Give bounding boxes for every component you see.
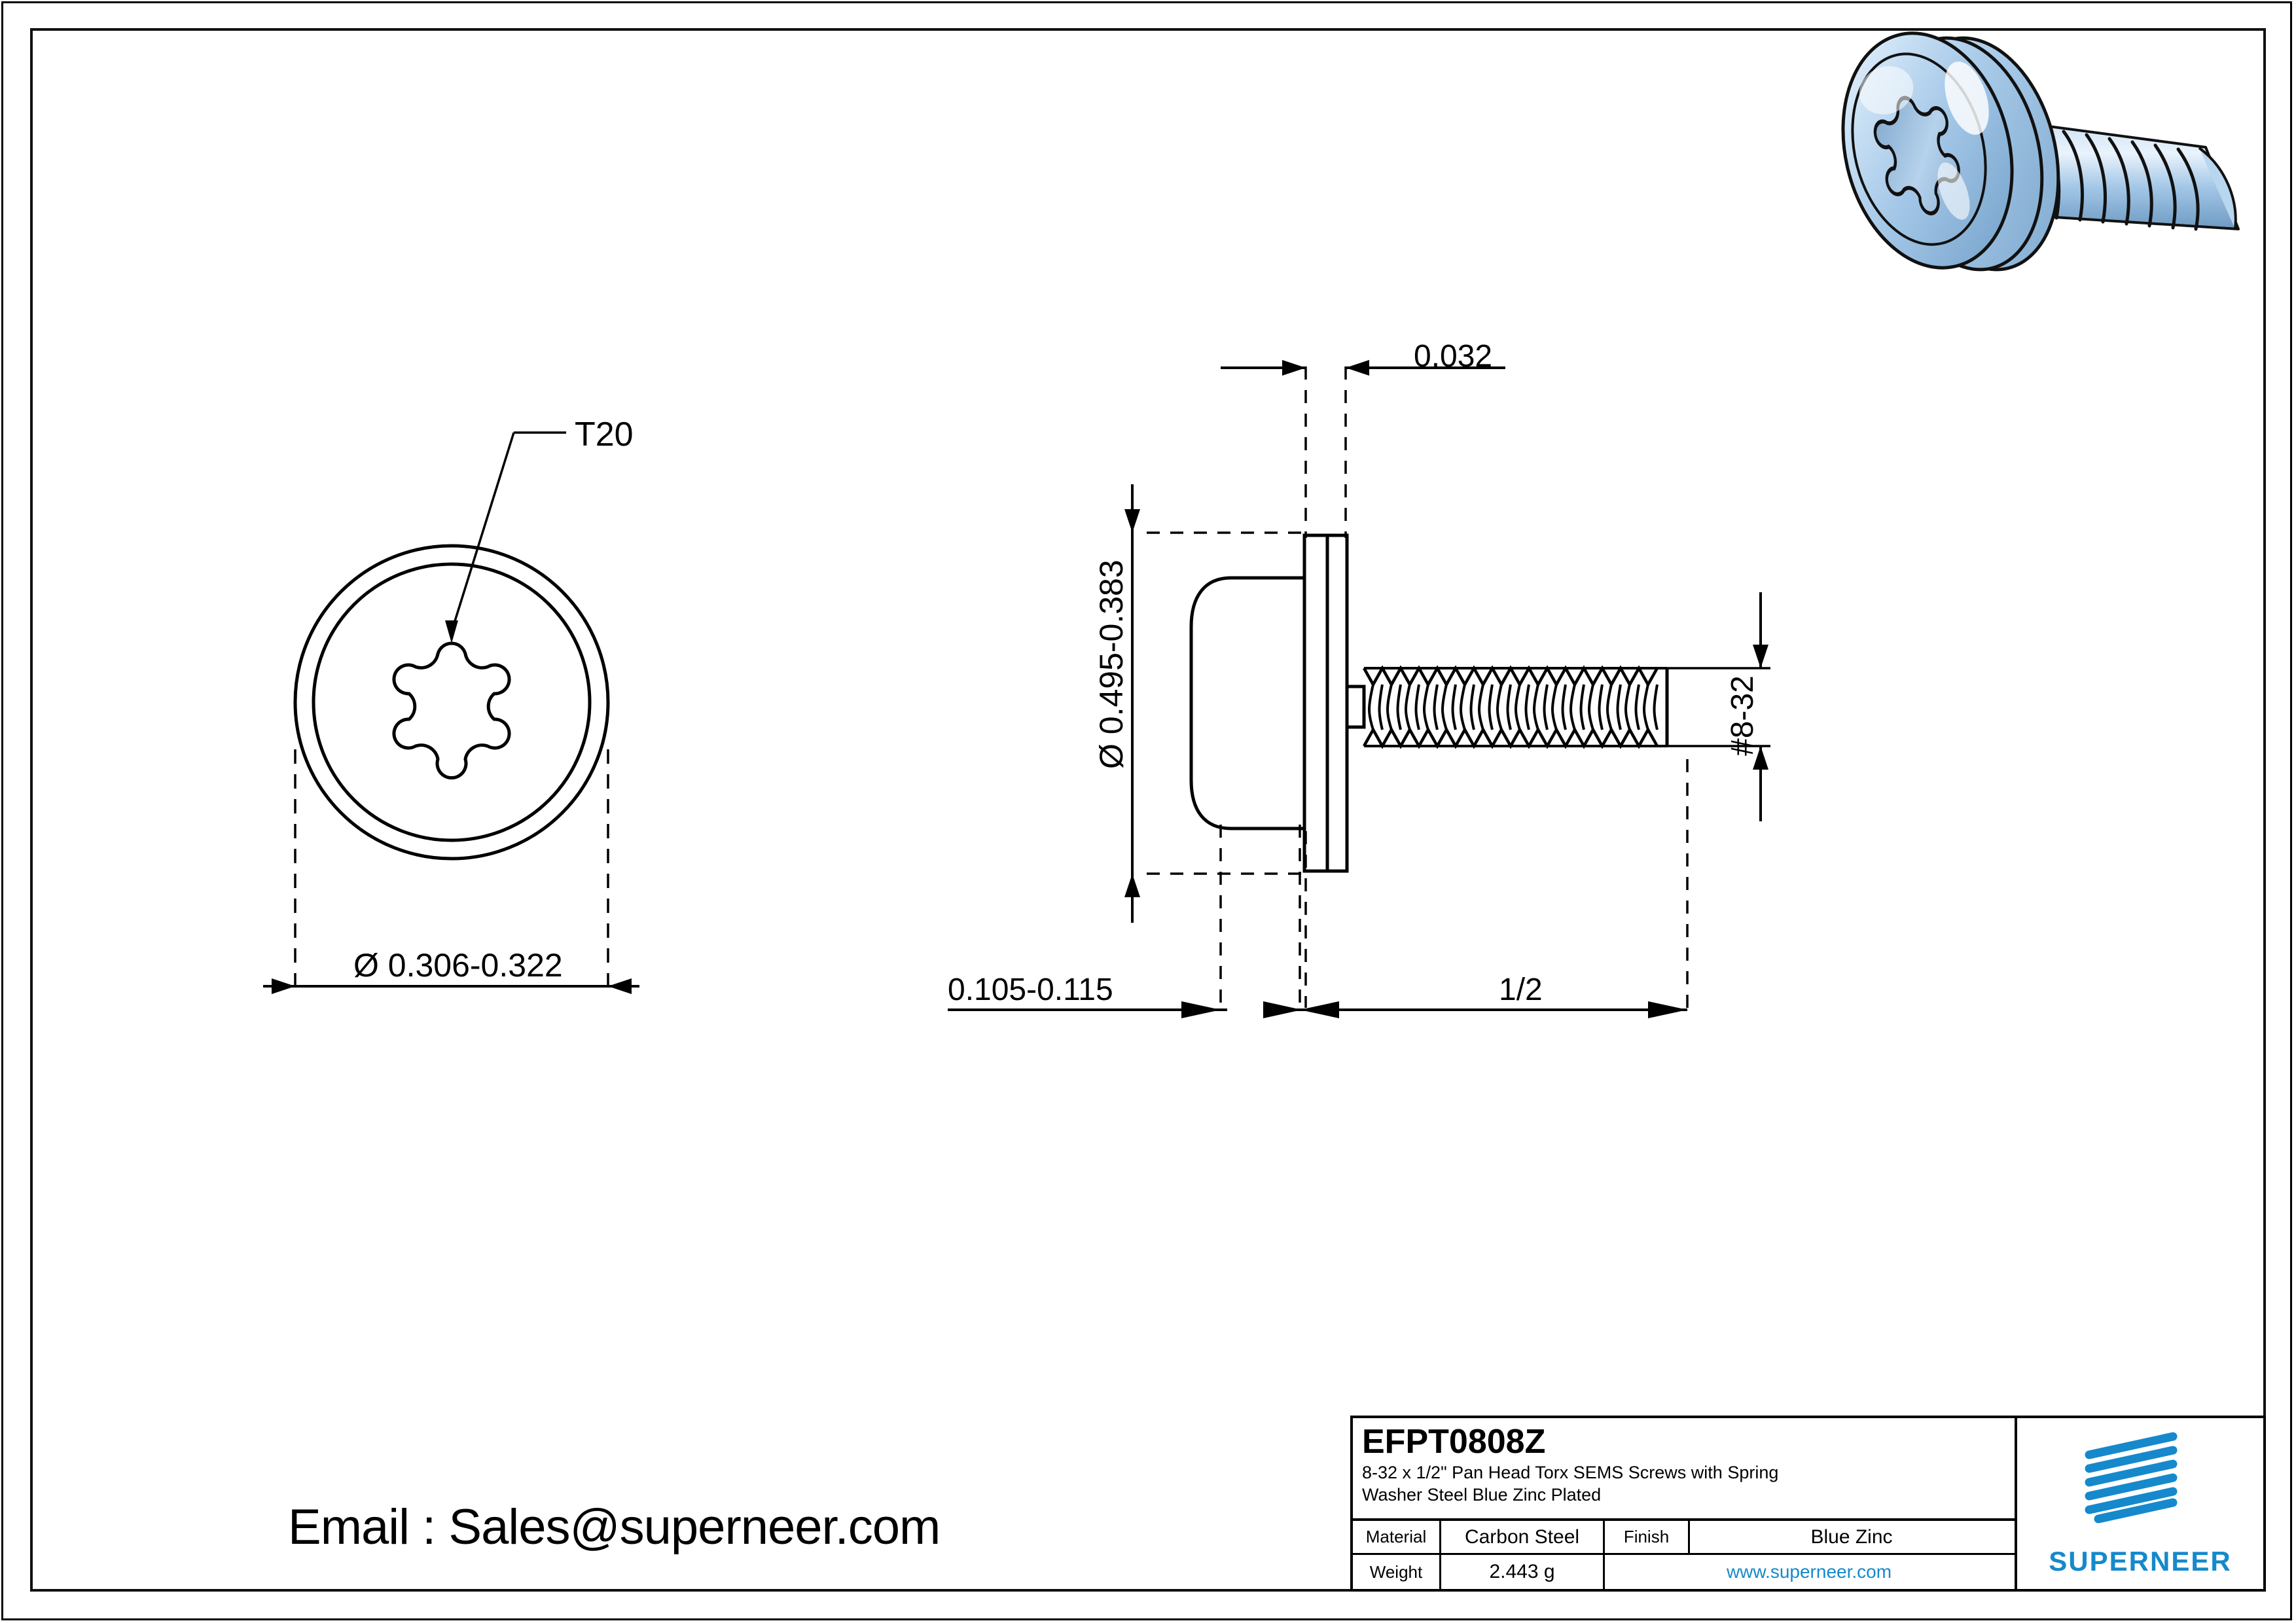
finish-value: Blue Zinc [1810, 1525, 1893, 1548]
material-label: Material [1353, 1521, 1441, 1554]
brand-wordmark: SUPERNEER [2049, 1546, 2232, 1577]
part-description-line-2: Washer Steel Blue Zinc Plated [1362, 1485, 1602, 1505]
brand-panel: SUPERNEER [2017, 1418, 2263, 1589]
part-description-line-1: 8-32 x 1/2" Pan Head Torx SEMS Screws wi… [1362, 1463, 1779, 1482]
spec-row-material: Material Carbon Steel Finish Blue Zinc [1353, 1521, 2015, 1556]
weight-label: Weight [1353, 1555, 1441, 1589]
weight-value: 2.443 g [1441, 1555, 1605, 1589]
spec-row-weight: Weight 2.443 g www.superneer.com [1353, 1555, 2015, 1589]
sheet-inner-frame [30, 28, 2266, 1592]
website-link[interactable]: www.superneer.com [1726, 1561, 1892, 1582]
superneer-logo-icon [2085, 1432, 2178, 1524]
part-number: EFPT0808Z [1362, 1423, 1546, 1461]
finish-label: Finish [1605, 1521, 1690, 1554]
title-block-info: EFPT0808Z 8-32 x 1/2" Pan Head Torx SEMS… [1353, 1418, 2017, 1589]
title-block: EFPT0808Z 8-32 x 1/2" Pan Head Torx SEMS… [1350, 1416, 2266, 1592]
material-value: Carbon Steel [1441, 1521, 1605, 1554]
email-contact-text: Email : Sales@superneer.com [288, 1499, 941, 1555]
title-block-header: EFPT0808Z 8-32 x 1/2" Pan Head Torx SEMS… [1353, 1418, 2015, 1521]
